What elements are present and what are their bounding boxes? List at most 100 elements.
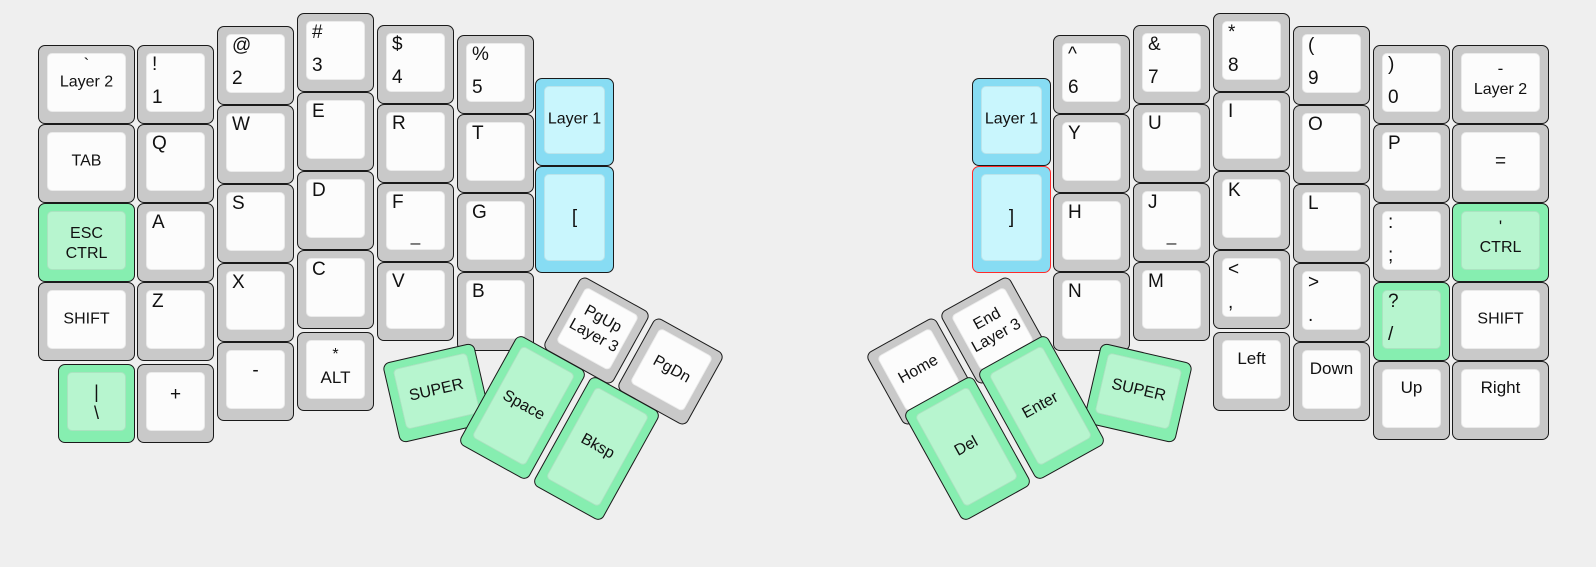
legend-top: ' bbox=[1498, 217, 1503, 236]
key-right-p[interactable]: P bbox=[1373, 124, 1450, 203]
legend-base: P bbox=[1388, 133, 1401, 154]
keycap: D bbox=[306, 179, 365, 238]
key-right-layer2[interactable]: - Layer 2 bbox=[1452, 45, 1549, 124]
legend-base: , bbox=[1228, 292, 1234, 313]
key-left-r[interactable]: R bbox=[377, 104, 454, 183]
legend-base: N bbox=[1068, 281, 1082, 302]
key-left-alt[interactable]: * ALT bbox=[297, 332, 374, 411]
keycap: PgDn bbox=[629, 327, 714, 413]
key-left-pipe-backslash[interactable]: | \ bbox=[58, 364, 135, 443]
key-left-a[interactable]: A bbox=[137, 203, 214, 282]
key-right-u[interactable]: U bbox=[1133, 104, 1210, 183]
legend-main: CTRL bbox=[65, 245, 108, 262]
key-left-x[interactable]: X bbox=[217, 263, 294, 342]
key-right-equals[interactable]: = bbox=[1452, 124, 1549, 203]
key-right-layer1[interactable]: Layer 1 bbox=[972, 78, 1051, 166]
key-right-up-arrow[interactable]: Up bbox=[1373, 361, 1450, 440]
key-left-t[interactable]: T bbox=[457, 114, 534, 193]
legend-main: \ bbox=[93, 403, 99, 423]
key-right-right-arrow[interactable]: Right bbox=[1452, 361, 1549, 440]
legend-base: H bbox=[1068, 202, 1082, 223]
keycap: E bbox=[306, 100, 365, 159]
key-right-7[interactable]: & 7 bbox=[1133, 25, 1210, 104]
key-right-shift[interactable]: SHIFT bbox=[1452, 282, 1549, 361]
legend-main: TAB bbox=[71, 152, 102, 170]
key-right-quote-ctrl[interactable]: ' CTRL bbox=[1452, 203, 1549, 282]
key-left-v[interactable]: V bbox=[377, 262, 454, 341]
legend-main: ] bbox=[1008, 206, 1015, 228]
legend-main: Down bbox=[1309, 359, 1354, 378]
key-left-d[interactable]: D bbox=[297, 171, 374, 250]
key-right-down-arrow[interactable]: Down bbox=[1293, 342, 1370, 421]
key-left-minus[interactable]: - bbox=[217, 342, 294, 421]
key-right-i[interactable]: I bbox=[1213, 92, 1290, 171]
key-left-tab[interactable]: TAB bbox=[38, 124, 135, 203]
key-left-plus[interactable]: + bbox=[137, 364, 214, 443]
keycap: Layer 1 bbox=[981, 86, 1042, 154]
key-left-f[interactable]: F _ bbox=[377, 183, 454, 262]
legend-base: 1 bbox=[152, 87, 163, 108]
key-right-0[interactable]: ) 0 bbox=[1373, 45, 1450, 124]
key-right-slash[interactable]: ? / bbox=[1373, 282, 1450, 361]
key-right-m[interactable]: M bbox=[1133, 262, 1210, 341]
key-left-bracket-open[interactable]: [ bbox=[535, 166, 614, 273]
key-left-5[interactable]: % 5 bbox=[457, 35, 534, 114]
key-left-layer1[interactable]: Layer 1 bbox=[535, 78, 614, 166]
key-right-k[interactable]: K bbox=[1213, 171, 1290, 250]
legend-base: J bbox=[1148, 192, 1158, 213]
key-left-e[interactable]: E bbox=[297, 92, 374, 171]
key-right-h[interactable]: H bbox=[1053, 193, 1130, 272]
key-right-j[interactable]: J _ bbox=[1133, 183, 1210, 262]
legend-base: V bbox=[392, 271, 405, 292]
keycap: Q bbox=[146, 132, 205, 191]
keycap: W bbox=[226, 113, 285, 172]
legend-main: Layer 2 bbox=[59, 73, 114, 91]
key-left-esc-ctrl[interactable]: ESC CTRL bbox=[38, 203, 135, 282]
key-right-6[interactable]: ^ 6 bbox=[1053, 35, 1130, 114]
keycap: A bbox=[146, 211, 205, 270]
key-left-3[interactable]: # 3 bbox=[297, 13, 374, 92]
legend-shifted: > bbox=[1308, 272, 1320, 293]
key-left-w[interactable]: W bbox=[217, 105, 294, 184]
key-right-left-arrow[interactable]: Left bbox=[1213, 332, 1290, 411]
key-right-y[interactable]: Y bbox=[1053, 114, 1130, 193]
key-right-8[interactable]: * 8 bbox=[1213, 13, 1290, 92]
key-left-1[interactable]: ! 1 bbox=[137, 45, 214, 124]
key-left-layer2[interactable]: ` Layer 2 bbox=[38, 45, 135, 124]
key-left-c[interactable]: C bbox=[297, 250, 374, 329]
legend-main: ALT bbox=[320, 368, 351, 387]
key-right-semicolon[interactable]: : ; bbox=[1373, 203, 1450, 282]
key-right-n[interactable]: N bbox=[1053, 272, 1130, 351]
keycap: SHIFT bbox=[47, 290, 126, 349]
key-left-q[interactable]: Q bbox=[137, 124, 214, 203]
legend-base: O bbox=[1308, 114, 1323, 135]
keycap: < , bbox=[1222, 258, 1281, 317]
keycap: TAB bbox=[47, 132, 126, 191]
legend-shifted: # bbox=[312, 22, 323, 43]
key-right-super[interactable]: SUPER bbox=[1082, 342, 1194, 444]
legend-base: L bbox=[1308, 193, 1319, 214]
legend-main: [ bbox=[571, 206, 578, 228]
legend-shifted: & bbox=[1148, 34, 1161, 55]
key-left-4[interactable]: $ 4 bbox=[377, 25, 454, 104]
keycap: % 5 bbox=[466, 43, 525, 102]
key-left-shift[interactable]: SHIFT bbox=[38, 282, 135, 361]
key-right-bracket-close[interactable]: ] bbox=[972, 166, 1051, 273]
key-right-l[interactable]: L bbox=[1293, 184, 1370, 263]
key-right-o[interactable]: O bbox=[1293, 105, 1370, 184]
legend-top: PgUp bbox=[581, 301, 625, 337]
key-right-9[interactable]: ( 9 bbox=[1293, 26, 1370, 105]
keycap: $ 4 bbox=[386, 33, 445, 92]
key-left-g[interactable]: G bbox=[457, 193, 534, 272]
keycap: M bbox=[1142, 270, 1201, 329]
legend-shifted: ) bbox=[1388, 54, 1395, 75]
legend-main: Space bbox=[499, 386, 548, 424]
key-left-z[interactable]: Z bbox=[137, 282, 214, 361]
key-left-s[interactable]: S bbox=[217, 184, 294, 263]
key-right-period[interactable]: > . bbox=[1293, 263, 1370, 342]
key-right-comma[interactable]: < , bbox=[1213, 250, 1290, 329]
key-left-2[interactable]: @ 2 bbox=[217, 26, 294, 105]
legend-base: I bbox=[1228, 101, 1234, 122]
keycap: T bbox=[466, 122, 525, 181]
